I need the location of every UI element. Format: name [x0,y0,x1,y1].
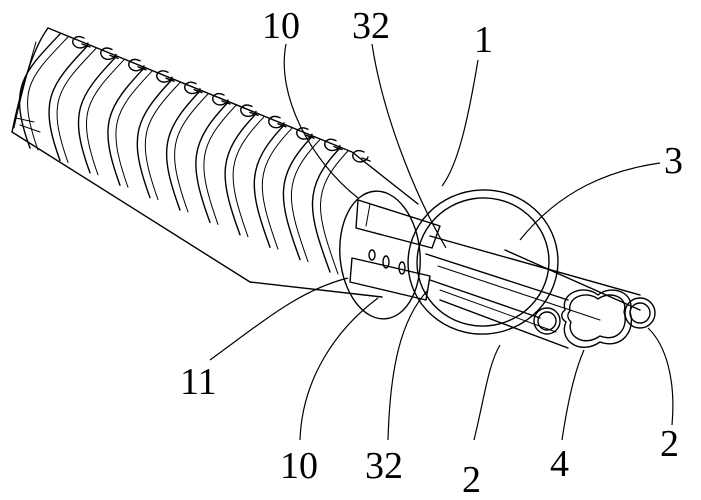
reference-labels: 10 32 1 3 11 10 32 2 4 2 [180,5,683,500]
hook-slot [212,93,231,106]
ridge [311,147,341,273]
hook-slot [128,58,147,72]
ridge [224,113,257,236]
ridge [282,135,313,261]
ridge-shadow [291,139,321,263]
hook-slot [268,115,287,129]
outer-sleeve [11,27,419,298]
hook-slot [156,70,175,83]
label-1: 1 [474,19,493,61]
label-32-top: 32 [352,5,390,47]
hook-slot [184,81,203,95]
label-2-right: 2 [660,423,679,465]
label-3: 3 [664,140,683,182]
ridge [77,56,117,174]
hook-slot [72,36,91,49]
ridge [253,124,285,248]
hook-slot [352,150,371,163]
ridge-shadow [27,36,69,151]
ridge [107,67,145,186]
ridge-shadow [86,59,125,176]
ridge [18,33,61,149]
ridge [195,101,229,224]
ridge [136,78,173,199]
ridge-shadow [115,70,153,188]
hook-slot [324,138,343,152]
ridge-shadow [320,150,349,275]
ridge-shadow [203,104,237,225]
tube-bundle [425,235,656,349]
sleeve-opening-ring [339,189,559,335]
hook-slot [100,47,119,60]
ridge-shadow [56,47,97,163]
corrugation-ridges [18,33,349,275]
ridge [165,90,201,211]
label-32-bottom: 32 [365,445,403,487]
label-10-top: 10 [262,5,300,47]
inner-window [349,199,441,301]
hook-slot [240,104,259,117]
ridge-shadow [261,127,293,250]
ridge-shadow [174,93,209,213]
ridge [48,44,89,162]
label-10-bottom: 10 [280,445,318,487]
ridge-shadow [144,82,181,201]
leader-lines [209,43,674,441]
label-11: 11 [180,361,217,403]
label-2-bottom: 2 [462,459,481,500]
ridge-shadow [232,116,265,238]
label-4: 4 [550,443,569,485]
